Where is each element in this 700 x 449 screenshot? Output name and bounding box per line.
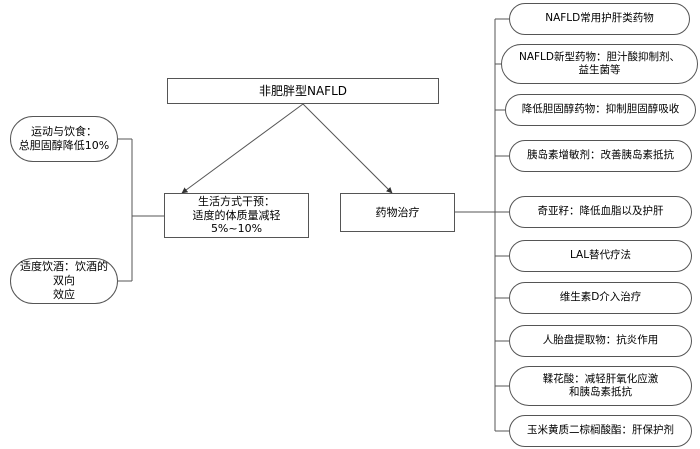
node-drug-item-8-label: 鞣花酸：减轻肝氧化应激 和胰岛素抵抗 (542, 372, 659, 398)
node-drug-item-5-label: LAL替代疗法 (569, 249, 632, 262)
node-drug-item-2[interactable]: 降低胆固醇药物：抑制胆固醇吸收 (505, 94, 696, 126)
node-root[interactable]: 非肥胖型NAFLD (167, 78, 439, 104)
node-drug-item-3[interactable]: 胰岛素增敏剂：改善胰岛素抵抗 (509, 140, 692, 172)
node-lifestyle-item-0-label: 运动与饮食： 总胆固醇降低10% (18, 125, 110, 152)
node-drug-item-4[interactable]: 奇亚籽：降低血脂以及护肝 (509, 196, 692, 228)
edge-root-to-drug (302, 103, 393, 194)
edge-root-to-lifestyle (181, 103, 304, 194)
node-lifestyle-label: 生活方式干预： 适度的体质量减轻5%~10% (192, 194, 281, 236)
node-drug-therapy-label: 药物治疗 (375, 205, 420, 219)
node-lifestyle-item-0[interactable]: 运动与饮食： 总胆固醇降低10% (10, 116, 118, 162)
node-drug-item-5[interactable]: LAL替代疗法 (509, 240, 692, 272)
node-drug-therapy[interactable]: 药物治疗 (340, 193, 455, 232)
node-lifestyle-item-1[interactable]: 适度饮酒：饮酒的双向 效应 (10, 258, 118, 304)
node-drug-item-3-label: 胰岛素增敏剂：改善胰岛素抵抗 (527, 149, 674, 162)
node-drug-item-2-label: 降低胆固醇药物：抑制胆固醇吸收 (521, 103, 680, 116)
node-drug-item-6[interactable]: 维生素D介入治疗 (509, 282, 692, 314)
node-root-label: 非肥胖型NAFLD (258, 83, 347, 98)
node-drug-item-7[interactable]: 人胎盘提取物：抗炎作用 (509, 325, 692, 357)
node-lifestyle-item-1-label: 适度饮酒：饮酒的双向 效应 (20, 260, 108, 301)
node-drug-item-0[interactable]: NAFLD常用护肝类药物 (509, 3, 690, 35)
node-drug-item-8[interactable]: 鞣花酸：减轻肝氧化应激 和胰岛素抵抗 (509, 366, 692, 406)
node-drug-item-1[interactable]: NAFLD新型药物：胆汁酸抑制剂、 益生菌等 (501, 44, 698, 84)
node-drug-item-9[interactable]: 玉米黄质二棕榈酸酯：肝保护剂 (509, 415, 692, 447)
node-drug-item-1-label: NAFLD新型药物：胆汁酸抑制剂、 益生菌等 (518, 50, 680, 76)
node-drug-item-7-label: 人胎盘提取物：抗炎作用 (542, 334, 659, 347)
node-drug-item-9-label: 玉米黄质二棕榈酸酯：肝保护剂 (527, 424, 674, 437)
node-drug-item-0-label: NAFLD常用护肝类药物 (545, 12, 654, 25)
node-lifestyle[interactable]: 生活方式干预： 适度的体质量减轻5%~10% (164, 193, 309, 238)
node-drug-item-6-label: 维生素D介入治疗 (559, 291, 642, 304)
node-drug-item-4-label: 奇亚籽：降低血脂以及护肝 (537, 205, 664, 218)
